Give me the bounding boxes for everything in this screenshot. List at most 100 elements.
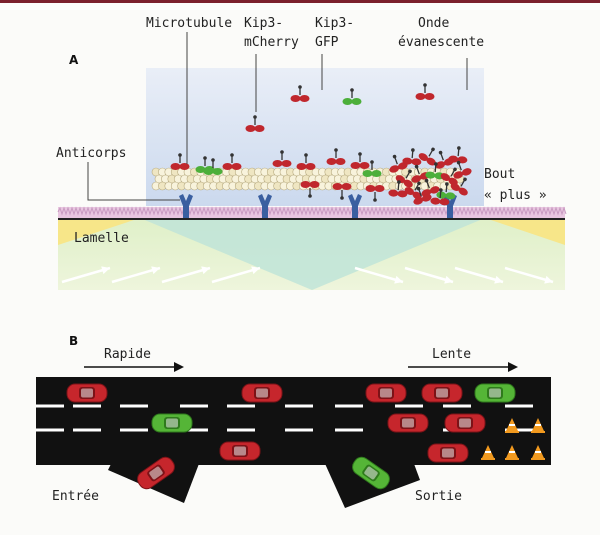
panel-a-letter: A [69,53,79,67]
red-car [219,441,261,461]
kip3-mcherry-protein [272,150,292,167]
lane-dash [73,404,101,408]
kip3-mcherry-protein [388,180,408,198]
kip3-gfp-protein [342,88,362,105]
light-arrow-head [201,266,210,275]
kip3-mcherry-protein [332,183,352,200]
lane-dash [443,404,471,408]
kip3-gfp-protein [362,160,382,177]
kip3-gfp-protein [203,158,223,175]
light-arrow-head [494,275,503,284]
kip3-mcherry-protein [326,148,346,165]
green-car [151,413,193,433]
red-car [387,413,429,433]
label-bout-line2: « plus » [484,188,547,203]
antibody [258,194,272,218]
lane-dash [505,404,533,408]
direction-arrows [84,362,518,372]
label-kip3-gfp-line1: Kip3- [315,16,354,31]
light-arrow-head [251,266,260,275]
light-arrow [454,266,504,284]
red-car [66,383,108,403]
light-arrow [61,266,111,284]
leader-lines [87,32,468,201]
top-frame-line [0,0,600,3]
panel-b-letter: B [69,334,78,348]
kip3-mcherry-protein [413,186,432,205]
lane-dash [227,428,255,432]
lane-dash [36,404,64,408]
antibody [179,194,193,218]
surface-layer [58,207,565,218]
lane-dash [395,404,423,408]
kip3-mcherry-protein [415,83,435,100]
traffic-cone [505,418,519,433]
red-car [444,413,486,433]
lamelle-top-edge [58,218,565,220]
label-sortie: Sortie [415,489,462,504]
surface-zigzag-line [57,206,567,216]
light-arrows [61,266,554,284]
lane-dash [120,428,148,432]
label-kip3-gfp-line2: GFP [315,35,339,50]
kip3-mcherry-protein [300,181,320,198]
lane-dash [285,428,313,432]
lane-dash [36,428,64,432]
kip3-mcherry-protein [170,153,190,170]
kip3-mcherry-protein [453,160,472,179]
label-onde-line1: Onde [418,16,449,31]
red-car [241,383,283,403]
label-entree: Entrée [52,489,99,504]
kip3-mcherry-protein [411,164,430,183]
traffic-cone [531,418,545,433]
lane-dash [227,404,255,408]
rapide-arrow-head [174,362,184,372]
light-arrow [111,266,161,284]
surface-zigzag [57,206,567,216]
kip3-mcherry-protein [389,154,408,173]
traffic-cone [531,445,545,460]
lane-dash [120,404,148,408]
light-arrow-head [394,275,403,284]
cars [66,383,516,490]
kip3-mcherry-protein [450,177,468,196]
label-kip3-mcherry-line1: Kip3- [244,16,283,31]
lamelle-yellow-right [485,218,565,245]
lane-dash [73,428,101,432]
green-car [474,383,516,403]
lane-dash [285,404,313,408]
lamelle-yellow-left [58,218,140,245]
kip3-mcherry-protein [290,85,310,102]
label-lente: Lente [432,347,471,362]
light-arrow-head [544,275,553,284]
kip3-mcherry-protein [430,188,450,206]
antibody [348,194,362,218]
traffic-cone [481,445,495,460]
label-rapide: Rapide [104,347,151,362]
label-onde-line2: évanescente [398,35,484,50]
label-microtubule: Microtubule [146,16,232,31]
lente-arrow-head [508,362,518,372]
label-anticorps: Anticorps [56,146,126,161]
antibodies [179,194,457,218]
kip3-gfp-protein [436,182,456,200]
anticorps-leader [87,162,180,201]
light-arrow [211,266,261,284]
label-lamelle: Lamelle [74,231,129,246]
light-arrow-head [151,266,160,275]
lane-dash [335,404,363,408]
label-bout-line1: Bout [484,167,515,182]
traffic-cone [505,445,519,460]
light-cone [140,218,485,290]
kip3-mcherry-protein [448,146,468,164]
kip3-mcherry-protein [402,148,422,166]
light-arrow-head [101,266,110,275]
kip3-proteins [170,83,472,206]
light-arrow [504,266,554,284]
kip3-mcherry-protein [245,115,265,132]
kip3-mcherry-protein [222,153,242,170]
light-arrow-head [444,275,453,284]
red-car [365,383,407,403]
